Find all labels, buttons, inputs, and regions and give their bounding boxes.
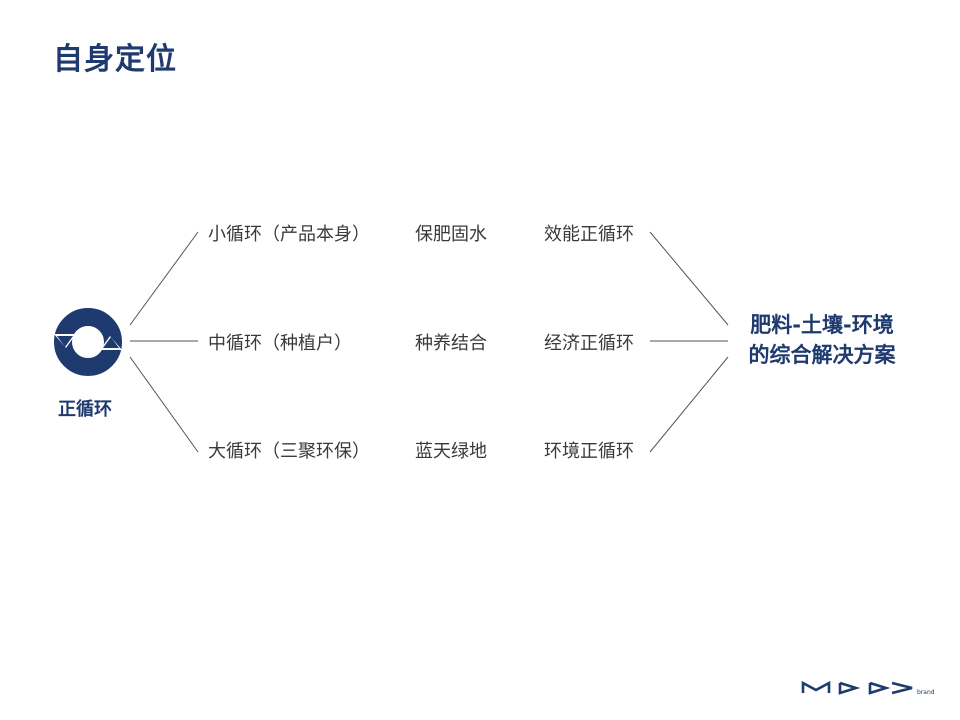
row-1-loop: 小循环（产品本身） xyxy=(208,224,370,245)
result-box: 肥料-土壤-环境 的综合解决方案 xyxy=(732,310,912,370)
row-3-approach: 蓝天绿地 xyxy=(415,441,487,462)
connector-right-top xyxy=(649,231,729,326)
row-1-effect: 效能正循环 xyxy=(544,224,634,245)
connector-left-top xyxy=(129,231,199,326)
cycle-label: 正循环 xyxy=(58,399,112,420)
circular-arrows-icon xyxy=(54,308,122,376)
row-3-loop: 大循环（三聚环保） xyxy=(208,441,370,462)
mdy-logo xyxy=(801,680,913,695)
brand-tag: brand xyxy=(917,689,935,696)
result-line-2: 的综合解决方案 xyxy=(748,343,896,367)
connector-left-bottom xyxy=(129,356,199,453)
connector-right-bottom xyxy=(649,356,729,453)
row-2-effect: 经济正循环 xyxy=(544,333,634,354)
result-line-1: 肥料-土壤-环境 xyxy=(750,313,894,337)
row-3-effect: 环境正循环 xyxy=(544,441,634,462)
page-title: 自身定位 xyxy=(53,42,177,77)
row-1-approach: 保肥固水 xyxy=(415,224,487,245)
row-2-loop: 中循环（种植户） xyxy=(208,333,352,354)
row-2-approach: 种养结合 xyxy=(415,333,487,354)
